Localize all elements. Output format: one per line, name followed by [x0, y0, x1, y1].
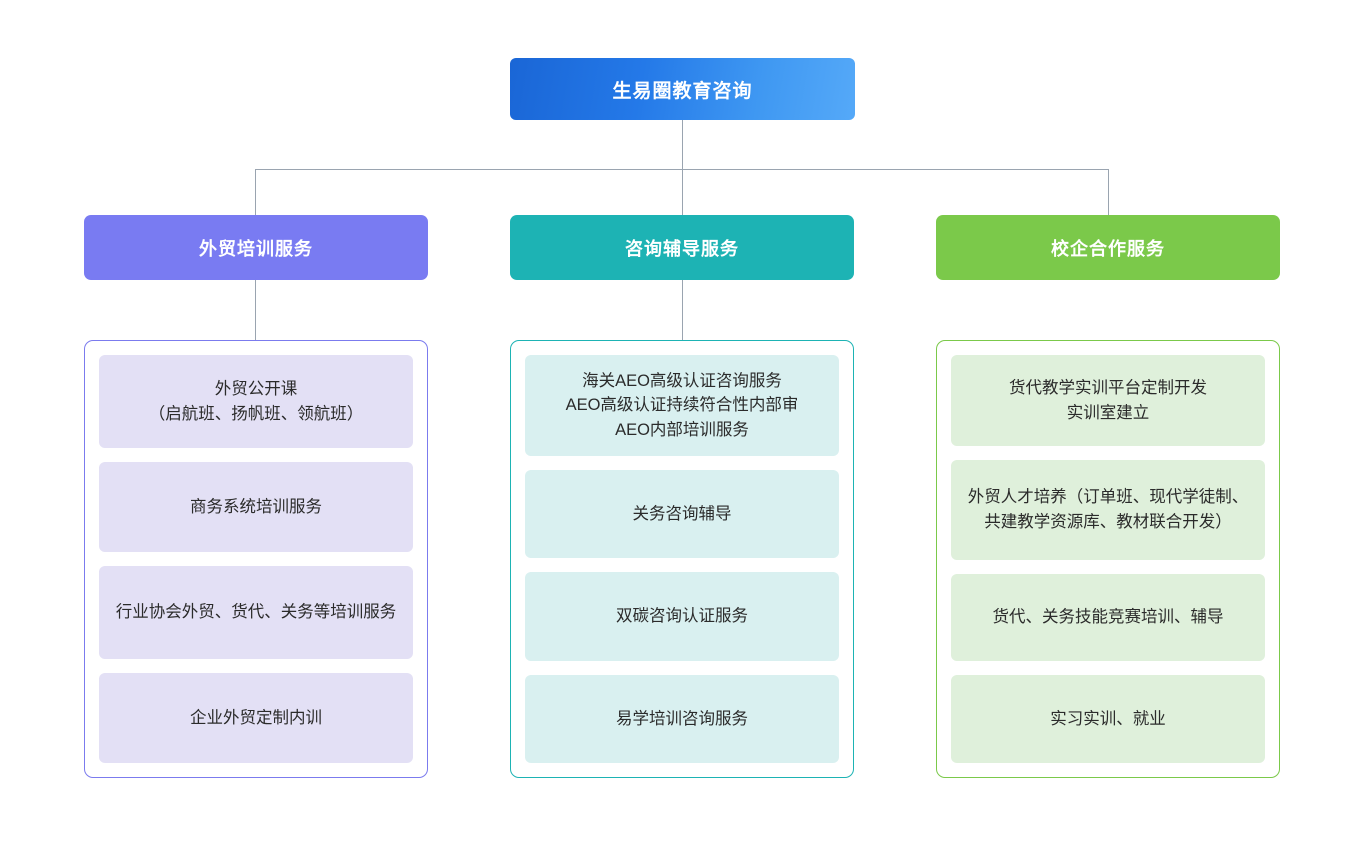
branch-header-training[interactable]: 外贸培训服务: [84, 215, 428, 280]
service-item[interactable]: 外贸公开课（启航班、扬帆班、领航班）: [99, 355, 413, 449]
branch-header-school-enterprise[interactable]: 校企合作服务: [936, 215, 1280, 280]
branch-column-school-enterprise: 校企合作服务 货代教学实训平台定制开发实训室建立 外贸人才培养（订单班、现代学徒…: [936, 215, 1280, 778]
service-item[interactable]: 行业协会外贸、货代、关务等培训服务: [99, 566, 413, 660]
root-node[interactable]: 生易圈教育咨询: [510, 58, 855, 120]
connector-root-stem: [682, 120, 683, 169]
connector-drop-branch-1: [682, 169, 683, 215]
service-item[interactable]: 外贸人才培养（订单班、现代学徒制、共建教学资源库、教材联合开发）: [951, 460, 1265, 560]
connector-drop-branch-0: [255, 169, 256, 215]
branch-header-consulting[interactable]: 咨询辅导服务: [510, 215, 854, 280]
connector-header-to-body-0: [255, 280, 256, 340]
branch-body-training: 外贸公开课（启航班、扬帆班、领航班） 商务系统培训服务 行业协会外贸、货代、关务…: [84, 340, 428, 778]
service-item[interactable]: 商务系统培训服务: [99, 462, 413, 552]
service-item[interactable]: 货代、关务技能竞赛培训、辅导: [951, 573, 1265, 662]
branch-body-school-enterprise: 货代教学实训平台定制开发实训室建立 外贸人才培养（订单班、现代学徒制、共建教学资…: [936, 340, 1280, 778]
service-item[interactable]: 关务咨询辅导: [525, 469, 839, 559]
service-item[interactable]: 货代教学实训平台定制开发实训室建立: [951, 355, 1265, 446]
branch-column-training: 外贸培训服务 外贸公开课（启航班、扬帆班、领航班） 商务系统培训服务 行业协会外…: [84, 215, 428, 778]
service-item[interactable]: 企业外贸定制内训: [99, 673, 413, 763]
service-item[interactable]: 易学培训咨询服务: [525, 674, 839, 763]
connector-drop-branch-2: [1108, 169, 1109, 215]
connector-header-to-body-1: [682, 280, 683, 340]
service-item[interactable]: 实习实训、就业: [951, 675, 1265, 763]
service-item[interactable]: 双碳咨询认证服务: [525, 572, 839, 661]
